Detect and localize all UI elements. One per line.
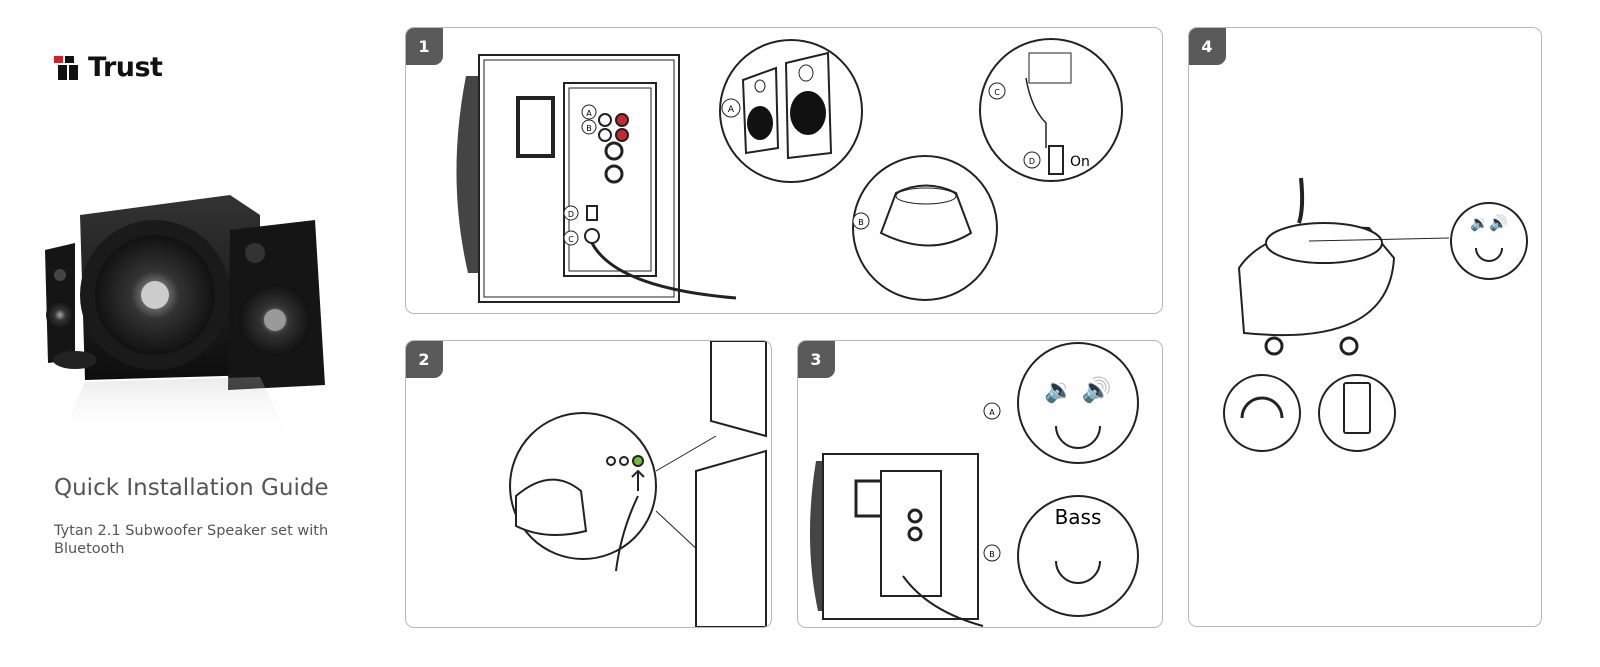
guide-subtitle: Tytan 2.1 Subwoofer Speaker set with Blu… — [54, 523, 329, 557]
bass-label: Bass — [1055, 505, 1102, 529]
step-2-illustration — [509, 341, 767, 627]
callout-a-volume: A — [989, 408, 995, 417]
step-2-panel: 2 — [405, 340, 772, 628]
callout-a-satellites: A — [728, 105, 735, 115]
callout-a-jack: A — [586, 109, 592, 118]
callout-c-outlet: C — [994, 88, 1000, 97]
cover-column: Trust — [0, 0, 380, 667]
step-2-badge: 2 — [406, 341, 443, 378]
volume-icon-4: 🔉🔊 — [1470, 213, 1507, 232]
speaker-set-image — [45, 195, 325, 440]
step-4-badge: 4 — [1189, 28, 1226, 65]
step-4-illustration: 🔉🔊 — [1223, 177, 1528, 452]
step-1-badge: 1 — [406, 28, 443, 65]
trust-logo-mark — [54, 55, 78, 80]
guide-title: Quick Installation Guide — [54, 475, 329, 501]
brand-name: Trust — [88, 52, 163, 83]
step-3-illustration: 🔉 🔊 A Bass B — [809, 342, 1139, 627]
callout-d-switch-zoom: D — [1029, 157, 1035, 166]
callout-c-power: C — [568, 235, 574, 244]
step-3-badge: 3 — [798, 341, 835, 378]
step-3-panel: 3 🔉 🔊 A Bass B — [797, 340, 1163, 628]
trust-logo: Trust — [54, 52, 163, 83]
callout-b-jack: B — [586, 124, 592, 133]
step-4-panel: 4 🔉🔊 — [1188, 27, 1542, 627]
callout-b-pod: B — [858, 218, 864, 227]
callout-d-switch: D — [568, 210, 574, 219]
switch-on-label: On — [1070, 154, 1090, 170]
volume-icon: 🔉 🔊 — [1044, 375, 1111, 404]
callout-b-bass: B — [989, 550, 995, 559]
step-1-illustration: A B D C A C D On B — [456, 38, 1123, 303]
step-1-panel: 1 A B D C A — [405, 27, 1163, 314]
